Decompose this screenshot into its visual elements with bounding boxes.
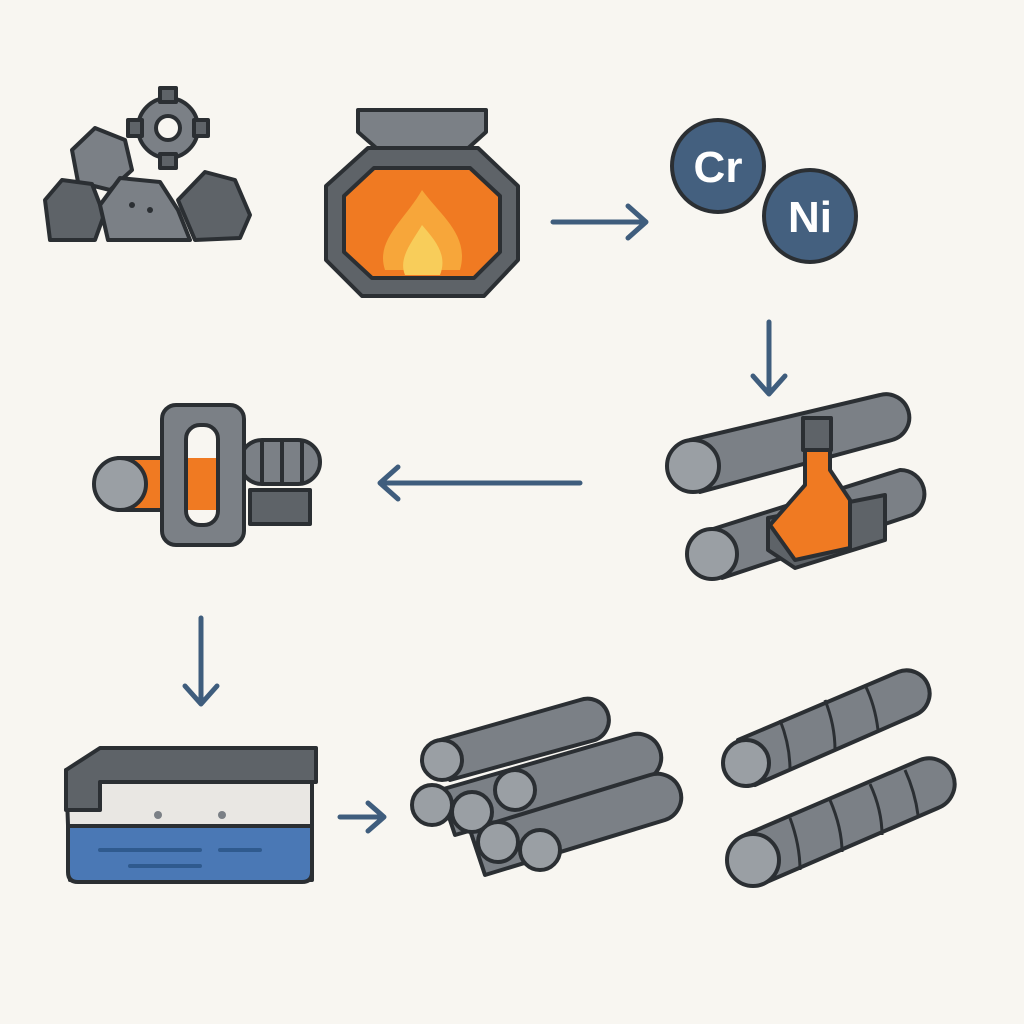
nickel-element-icon: Ni: [762, 168, 858, 264]
finished-rebars-icon: [721, 668, 957, 888]
gear-icon: [126, 86, 210, 170]
furnace-icon: [324, 108, 520, 298]
nickel-label: Ni: [788, 193, 832, 242]
chromium-element-icon: Cr: [670, 118, 766, 214]
arrow-left-1: [377, 464, 583, 502]
arrow-right-1: [550, 203, 649, 241]
rolling-mill-icon: [92, 403, 322, 547]
rebar-bundle-icon: [410, 696, 684, 877]
ore-and-gear-icon: [43, 86, 252, 242]
arrow-down-2: [182, 615, 220, 707]
arrow-right-2: [337, 800, 387, 834]
chromium-label: Cr: [694, 143, 743, 192]
quench-tank-icon: [64, 746, 318, 884]
casting-rods-icon: [665, 392, 927, 581]
arrow-down-1: [750, 319, 788, 397]
